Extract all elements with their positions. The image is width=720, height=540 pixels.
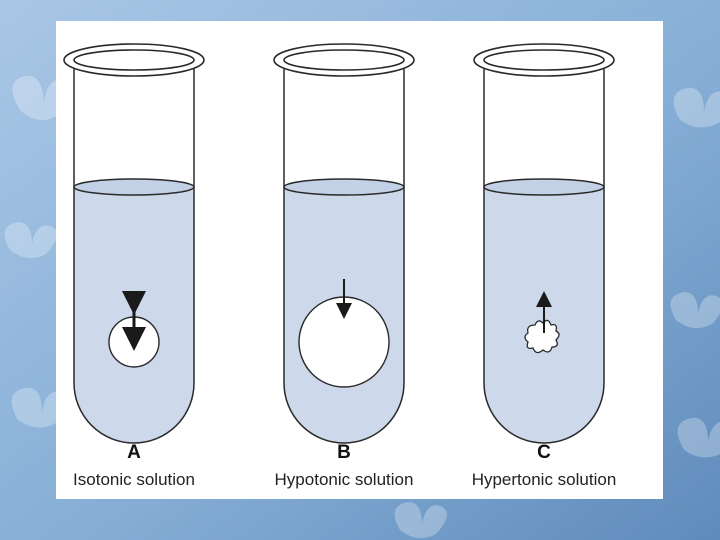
tube-letter-c: C: [444, 442, 644, 464]
liquid-surface: [74, 179, 194, 195]
diagram-panel: A Isotonic solution B Hypotonic solution…: [56, 21, 663, 499]
osmosis-diagram: [56, 21, 663, 499]
test-tube-c: [474, 44, 614, 443]
test-tube-a: [64, 44, 204, 443]
liquid-surface: [484, 179, 604, 195]
tube-rim-inner: [484, 50, 604, 70]
tube-caption-a: Isotonic solution: [34, 470, 234, 490]
test-tube-b: [274, 44, 414, 443]
tube-caption-c: Hypertonic solution: [444, 470, 644, 490]
tube-rim-inner: [284, 50, 404, 70]
tube-letter-a: A: [34, 442, 234, 464]
liquid-surface: [284, 179, 404, 195]
tube-letter-b: B: [244, 442, 444, 464]
tube-rim-inner: [74, 50, 194, 70]
tube-caption-b: Hypotonic solution: [244, 470, 444, 490]
